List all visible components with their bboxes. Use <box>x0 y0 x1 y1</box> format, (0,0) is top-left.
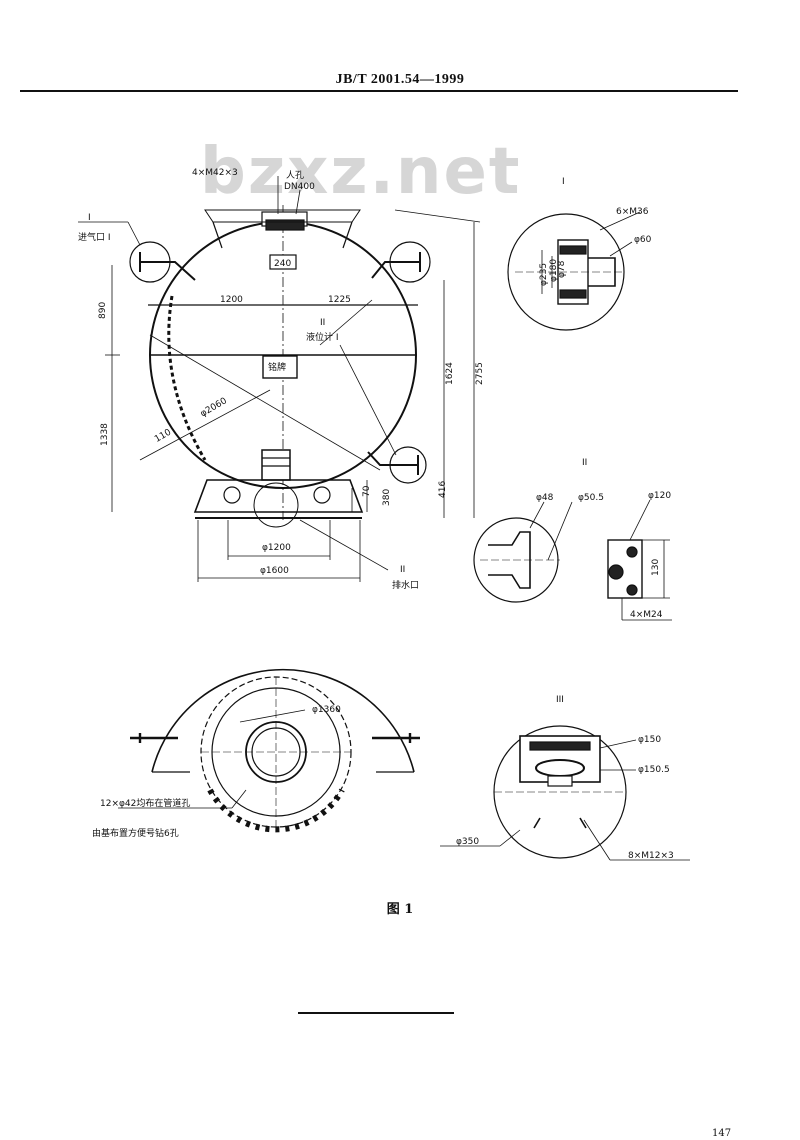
label-holes-note-2: 由基布置方便号钻6孔 <box>92 827 179 839</box>
label-dim-416: 416 <box>438 481 448 498</box>
label-dim-2755: 2755 <box>475 362 485 385</box>
detail-III <box>440 725 690 861</box>
label-gas-inlet: 进气口 I <box>78 231 111 243</box>
label-manhole: 人孔 <box>286 170 304 181</box>
label-drain: 排水口 <box>392 579 419 591</box>
footer-rule <box>298 1012 454 1014</box>
label-dim-phi1360: φ1360 <box>312 705 341 715</box>
label-manhole-dn: DN400 <box>284 182 315 192</box>
label-ref-II-level: II <box>320 318 325 328</box>
label-dim-1624: 1624 <box>445 362 455 385</box>
detail-II-phi50: φ50.5 <box>578 493 604 503</box>
detail-III-phi1505: φ150.5 <box>638 765 670 775</box>
detail-I <box>507 211 641 331</box>
nameplate-box <box>262 355 298 379</box>
label-ref-II-drain: II <box>400 565 405 575</box>
label-level-gauge: 液位计 I <box>306 331 339 343</box>
page-number: 147 <box>712 1128 732 1139</box>
label-dim-240: 240 <box>274 259 291 269</box>
detail-I-title: I <box>562 177 565 187</box>
detail-II-bolts: 4×M24 <box>630 610 663 620</box>
detail-III-title: III <box>556 695 564 705</box>
detail-II-phi120: φ120 <box>648 491 671 501</box>
detail-III-phi150: φ150 <box>638 735 661 745</box>
detail-II-title: II <box>582 458 587 468</box>
label-dim-1225: 1225 <box>328 295 351 305</box>
header-rule <box>20 90 738 92</box>
label-dim-phi2060: φ2060 <box>199 396 229 419</box>
label-dim-890: 890 <box>98 302 108 319</box>
label-dim-110: 110 <box>153 427 173 444</box>
label-dim-phi1200: φ1200 <box>262 543 291 553</box>
label-dim-1338: 1338 <box>100 423 110 446</box>
detail-II <box>473 499 672 621</box>
label-ref-I: I <box>88 213 91 223</box>
label-dim-phi1600: φ1600 <box>260 566 289 576</box>
label-bolts-top: 4×M42×3 <box>192 168 238 178</box>
detail-I-phi180: φ180 <box>549 259 559 282</box>
detail-III-bolts: 8×M12×3 <box>628 851 674 861</box>
detail-I-phi78: φ78 <box>557 260 567 278</box>
detail-II-130: 130 <box>651 559 661 576</box>
detail-II-phi48: φ48 <box>536 493 554 503</box>
header-standard-number: JB/T 2001.54—1999 <box>335 72 465 87</box>
elevation-view <box>78 176 481 582</box>
figure-caption: 图 1 <box>386 902 414 917</box>
watermark: bzxz.net <box>200 135 522 209</box>
detail-III-phi350: φ350 <box>456 837 479 847</box>
detail-I-bolts: 6×M36 <box>616 207 649 217</box>
label-dim-1200: 1200 <box>220 295 243 305</box>
label-nameplate: 铭牌 <box>268 361 286 373</box>
label-dim-70: 70 <box>362 485 372 497</box>
label-dim-380: 380 <box>382 489 392 506</box>
detail-I-phi235: φ235 <box>539 263 549 286</box>
plan-outer-arc <box>151 668 415 773</box>
plan-view <box>118 668 420 833</box>
label-holes-note-1: 12×φ42均布在管道孔 <box>100 797 190 809</box>
detail-I-phi60: φ60 <box>634 235 652 245</box>
